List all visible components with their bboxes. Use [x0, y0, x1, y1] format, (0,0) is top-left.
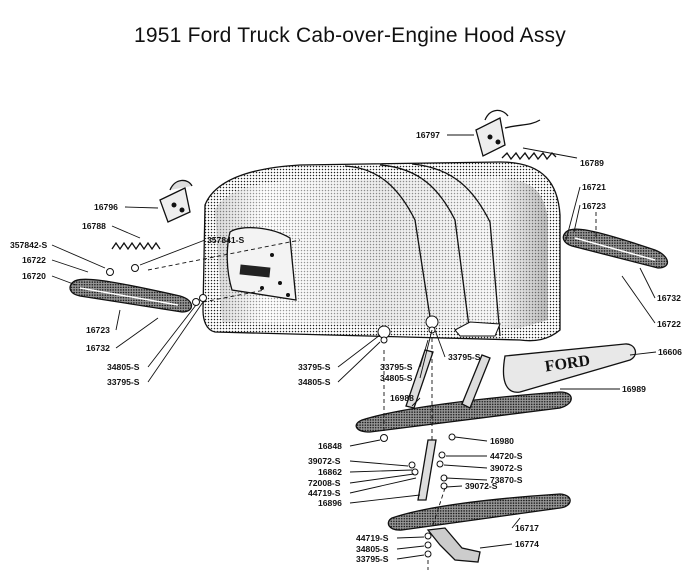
part-label: 16896	[318, 498, 342, 508]
part-label: 16774	[515, 539, 539, 549]
part-label: 44720-S	[490, 451, 523, 461]
stay-rod-b	[461, 354, 491, 409]
hinge-left	[159, 179, 193, 223]
fasteners	[106, 264, 456, 558]
ford-emblem: FORD	[502, 343, 637, 393]
hinge-right	[475, 109, 541, 157]
trim-right	[562, 228, 669, 269]
part-label: 33795-S	[448, 352, 481, 362]
part-labels: 16797 16789 16721 16723 16732 16722 1660…	[10, 130, 682, 564]
part-label: 16980	[490, 436, 514, 446]
part-label: 16723	[86, 325, 110, 335]
part-label: 34805-S	[380, 373, 413, 383]
part-label: 16722	[22, 255, 46, 265]
part-label: 16732	[86, 343, 110, 353]
support-rod	[417, 439, 437, 501]
part-label: 16862	[318, 467, 342, 477]
latch	[426, 527, 481, 563]
part-label: 34805-S	[298, 377, 331, 387]
part-label: 16789	[580, 158, 604, 168]
part-label: 34805-S	[107, 362, 140, 372]
part-label: 16606	[658, 347, 682, 357]
part-label: 16788	[82, 221, 106, 231]
part-label: 44719-S	[356, 533, 389, 543]
hood-brace	[355, 391, 572, 433]
spring-right	[501, 151, 557, 161]
stay-rod-a	[405, 349, 434, 409]
part-label: 16988	[390, 393, 414, 403]
part-label: 44719-S	[308, 488, 341, 498]
emblem-text: FORD	[544, 352, 591, 375]
part-label: 34805-S	[356, 544, 389, 554]
part-label: 16796	[94, 202, 118, 212]
part-label: 33795-S	[298, 362, 331, 372]
part-label: 39072-S	[490, 463, 523, 473]
part-label: 33795-S	[107, 377, 140, 387]
leader-lines	[51, 134, 657, 560]
page-title: 1951 Ford Truck Cab-over-Engine Hood Ass…	[134, 24, 566, 47]
part-label: 16989	[622, 384, 646, 394]
part-label: 16723	[582, 201, 606, 211]
part-label: 357842-S	[10, 240, 48, 250]
hood-panel	[202, 161, 561, 342]
trim-left	[69, 278, 193, 313]
part-label: 16722	[657, 319, 681, 329]
part-label: 33795-S	[380, 362, 413, 372]
part-label: 33795-S	[356, 554, 389, 564]
part-label: 16717	[515, 523, 539, 533]
part-label: 16797	[416, 130, 440, 140]
part-label: 39072-S	[465, 481, 498, 491]
part-label: 16732	[657, 293, 681, 303]
spring-left	[111, 241, 161, 251]
part-label: 72008-S	[308, 478, 341, 488]
part-label: 16721	[582, 182, 606, 192]
part-label: 357841-S	[207, 235, 245, 245]
part-label: 16720	[22, 271, 46, 281]
part-label: 16848	[318, 441, 342, 451]
part-label: 39072-S	[308, 456, 341, 466]
lower-brace	[387, 493, 571, 531]
part-label: 73870-S	[490, 475, 523, 485]
